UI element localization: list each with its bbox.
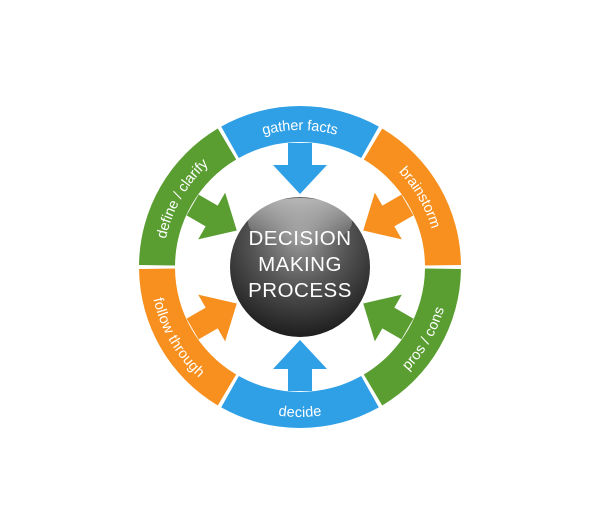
arrow-inward-icon [363, 294, 414, 342]
arrow-inward-icon [363, 192, 414, 240]
segment-label: gather facts [261, 118, 340, 139]
arrow-shape [273, 143, 327, 194]
arrow-inward-icon [186, 294, 237, 342]
arrow-inward-icon [186, 192, 237, 240]
center-title-line-3: PROCESS [248, 279, 352, 302]
center-sphere: DECISION MAKING PROCESS [230, 197, 370, 337]
segment-brainstorm [363, 128, 461, 266]
arrow-shape [363, 192, 414, 240]
arrow-inward-icon [273, 143, 327, 194]
segment-define-clarify [139, 128, 237, 266]
arrow-shape [186, 192, 237, 240]
arrow-inward-icon [273, 340, 327, 391]
center-title-line-1: DECISION [248, 227, 351, 250]
center-sphere-highlight [248, 198, 352, 246]
arrow-shape [363, 294, 414, 342]
arrow-shape [273, 340, 327, 391]
arrow-shape [186, 294, 237, 342]
segment-gather-facts [221, 106, 379, 158]
arrow-set [186, 143, 414, 391]
segment-pros-cons [363, 268, 461, 406]
segment-follow-through [139, 268, 237, 406]
segment-label: decide [278, 403, 323, 420]
segment-decide [221, 376, 379, 428]
center-title-line-2: MAKING [258, 253, 342, 276]
